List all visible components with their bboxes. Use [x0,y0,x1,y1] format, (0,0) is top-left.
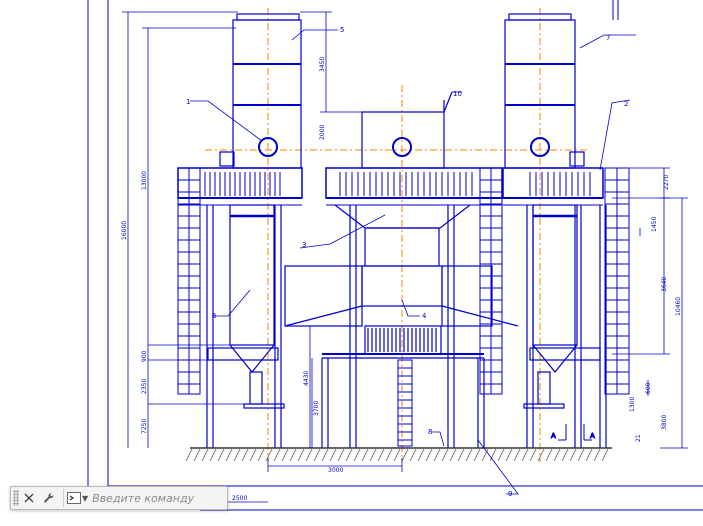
dim-label: 2500 [232,495,247,502]
dim-label: 10460 [675,297,682,316]
drawing-frame [87,0,703,511]
center-upper-unit [361,91,453,169]
right-stack [504,13,585,169]
dim-label: 3640 [661,277,668,292]
dim-label: 7250 [141,419,148,434]
dim-label: 13000 [141,171,148,190]
dim-label: 2350 [141,379,148,394]
section-marks: А А [551,424,596,441]
dim-label: 2270 [663,175,670,190]
callout-number: 9 [508,490,512,498]
command-input[interactable] [88,489,215,507]
central-unit [284,204,519,359]
close-icon[interactable] [19,488,39,508]
callout-number: 2 [624,100,628,108]
section-letter: А [551,432,556,440]
dim-label: 3700 [313,401,320,416]
support-columns [206,205,607,448]
dim-label: 16000 [121,221,128,240]
platforms [177,167,604,206]
center-axes [205,8,590,462]
dim-label: 900 [141,350,148,362]
chevron-down-icon: ▼ [82,493,89,503]
dim-label: 600 [645,382,652,394]
left-stack [219,13,302,169]
ladders [177,167,630,447]
dimension-lines [122,11,688,503]
dimension-labels: 16000 13000 3450 2000 900 2350 7250 4430… [121,57,682,502]
callout-number: 3 [302,241,306,249]
callout-leaders [190,29,636,495]
callout-number: 7 [606,34,610,42]
callout-labels: 1 2 3 4 5 6 7 8 9 10 [186,26,628,498]
dim-label: 1450 [651,217,658,232]
dim-label: 3800 [661,415,668,430]
dim-label: 21 [635,434,642,442]
command-line-bar: ▼ [10,486,228,510]
grip-handle-icon[interactable] [13,490,19,506]
callout-number: 10 [453,90,462,98]
callout-number: 6 [212,312,217,320]
dim-label: 4430 [303,371,310,386]
callout-number: 1 [186,98,190,106]
ground [185,447,612,462]
wrench-icon[interactable] [39,488,59,508]
command-prompt-icon [67,492,81,504]
dim-label: 3000 [328,467,343,474]
dim-label: 1300 [629,397,636,412]
callout-number: 5 [340,26,344,34]
command-prompt-selector[interactable]: ▼ [63,489,88,507]
callout-number: 8 [428,428,432,436]
callout-number: 4 [422,312,427,320]
dim-label: 3450 [319,57,326,72]
section-letter: А [590,432,595,440]
dim-label: 2000 [319,125,326,140]
